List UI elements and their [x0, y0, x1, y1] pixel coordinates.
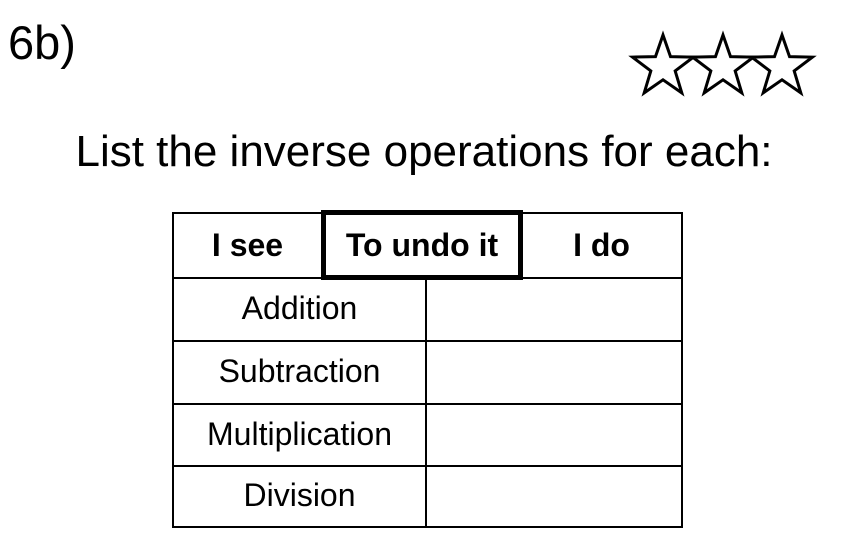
star-icon	[688, 30, 758, 97]
row-label-addition: Addition	[241, 290, 358, 326]
row-label-division: Division	[243, 477, 356, 513]
question-number: 6b)	[8, 16, 76, 69]
row-label-subtraction: Subtraction	[218, 353, 381, 389]
answer-cell	[427, 340, 681, 403]
header-cell-to-undo-it: To undo it	[321, 210, 523, 280]
header-cell-i-see: I see	[211, 227, 284, 263]
inverse-operations-table: I see To undo it I do Addition Subtracti…	[172, 210, 683, 528]
header-cell-i-do: I do	[573, 227, 630, 263]
star-icon	[628, 30, 698, 97]
difficulty-rating	[626, 30, 826, 104]
table-gridline	[425, 277, 427, 526]
instruction-heading: List the inverse operations for each:	[75, 127, 773, 176]
table-gridline	[174, 465, 681, 467]
answer-cell	[427, 403, 681, 465]
answer-cell	[427, 465, 681, 526]
table-gridline	[174, 403, 681, 405]
table-gridline	[174, 340, 681, 342]
row-label-multiplication: Multiplication	[207, 416, 392, 452]
answer-cell	[427, 277, 681, 340]
star-icon	[747, 30, 817, 97]
